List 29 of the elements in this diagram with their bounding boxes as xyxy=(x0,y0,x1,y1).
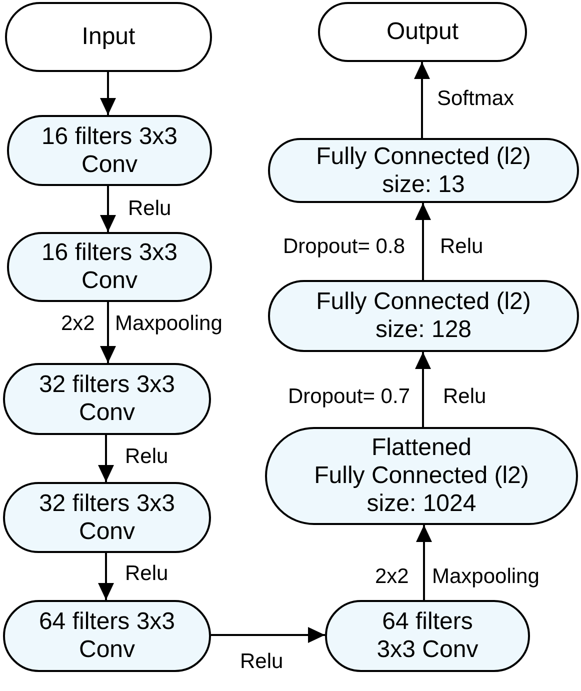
arrow xyxy=(98,553,114,600)
arrow xyxy=(415,203,431,280)
node-text: 16 filters 3x3 Conv xyxy=(40,239,179,295)
arrow xyxy=(211,627,325,643)
node-text: Input xyxy=(82,23,136,51)
edge-label: Maxpooling xyxy=(114,312,224,336)
arrow xyxy=(416,525,432,600)
node-text: size: 13 xyxy=(382,170,465,198)
node-text: Flattened xyxy=(371,434,472,462)
arrow xyxy=(100,302,116,363)
node-text: Output xyxy=(386,18,459,46)
node-text: Fully Connected (l2) xyxy=(316,288,531,316)
node-text: 16 filters 3x3 Conv xyxy=(40,122,179,178)
arrow xyxy=(415,352,431,427)
node-text: size: 1024 xyxy=(366,490,476,518)
edge-label: Maxpooling xyxy=(431,565,540,589)
parameter-label: Dropout= 0.7 xyxy=(287,385,412,409)
node-text: Fully Connected (l2) xyxy=(314,462,529,490)
arrow xyxy=(98,435,114,482)
node-text: size: 128 xyxy=(375,316,472,344)
node-text: 64 filters 3x3 Conv xyxy=(38,608,176,664)
node-text: 32 filters 3x3 Conv xyxy=(38,371,176,427)
arrow xyxy=(100,72,116,115)
node-text: Fully Connected (l2) xyxy=(316,142,531,170)
node-text: 64 filters 3x3 Conv xyxy=(376,608,480,664)
node-text: 32 filters 3x3 Conv xyxy=(38,490,176,546)
parameter-label: Dropout= 0.8 xyxy=(282,235,406,259)
arrow xyxy=(100,186,116,232)
arrow xyxy=(414,62,430,138)
